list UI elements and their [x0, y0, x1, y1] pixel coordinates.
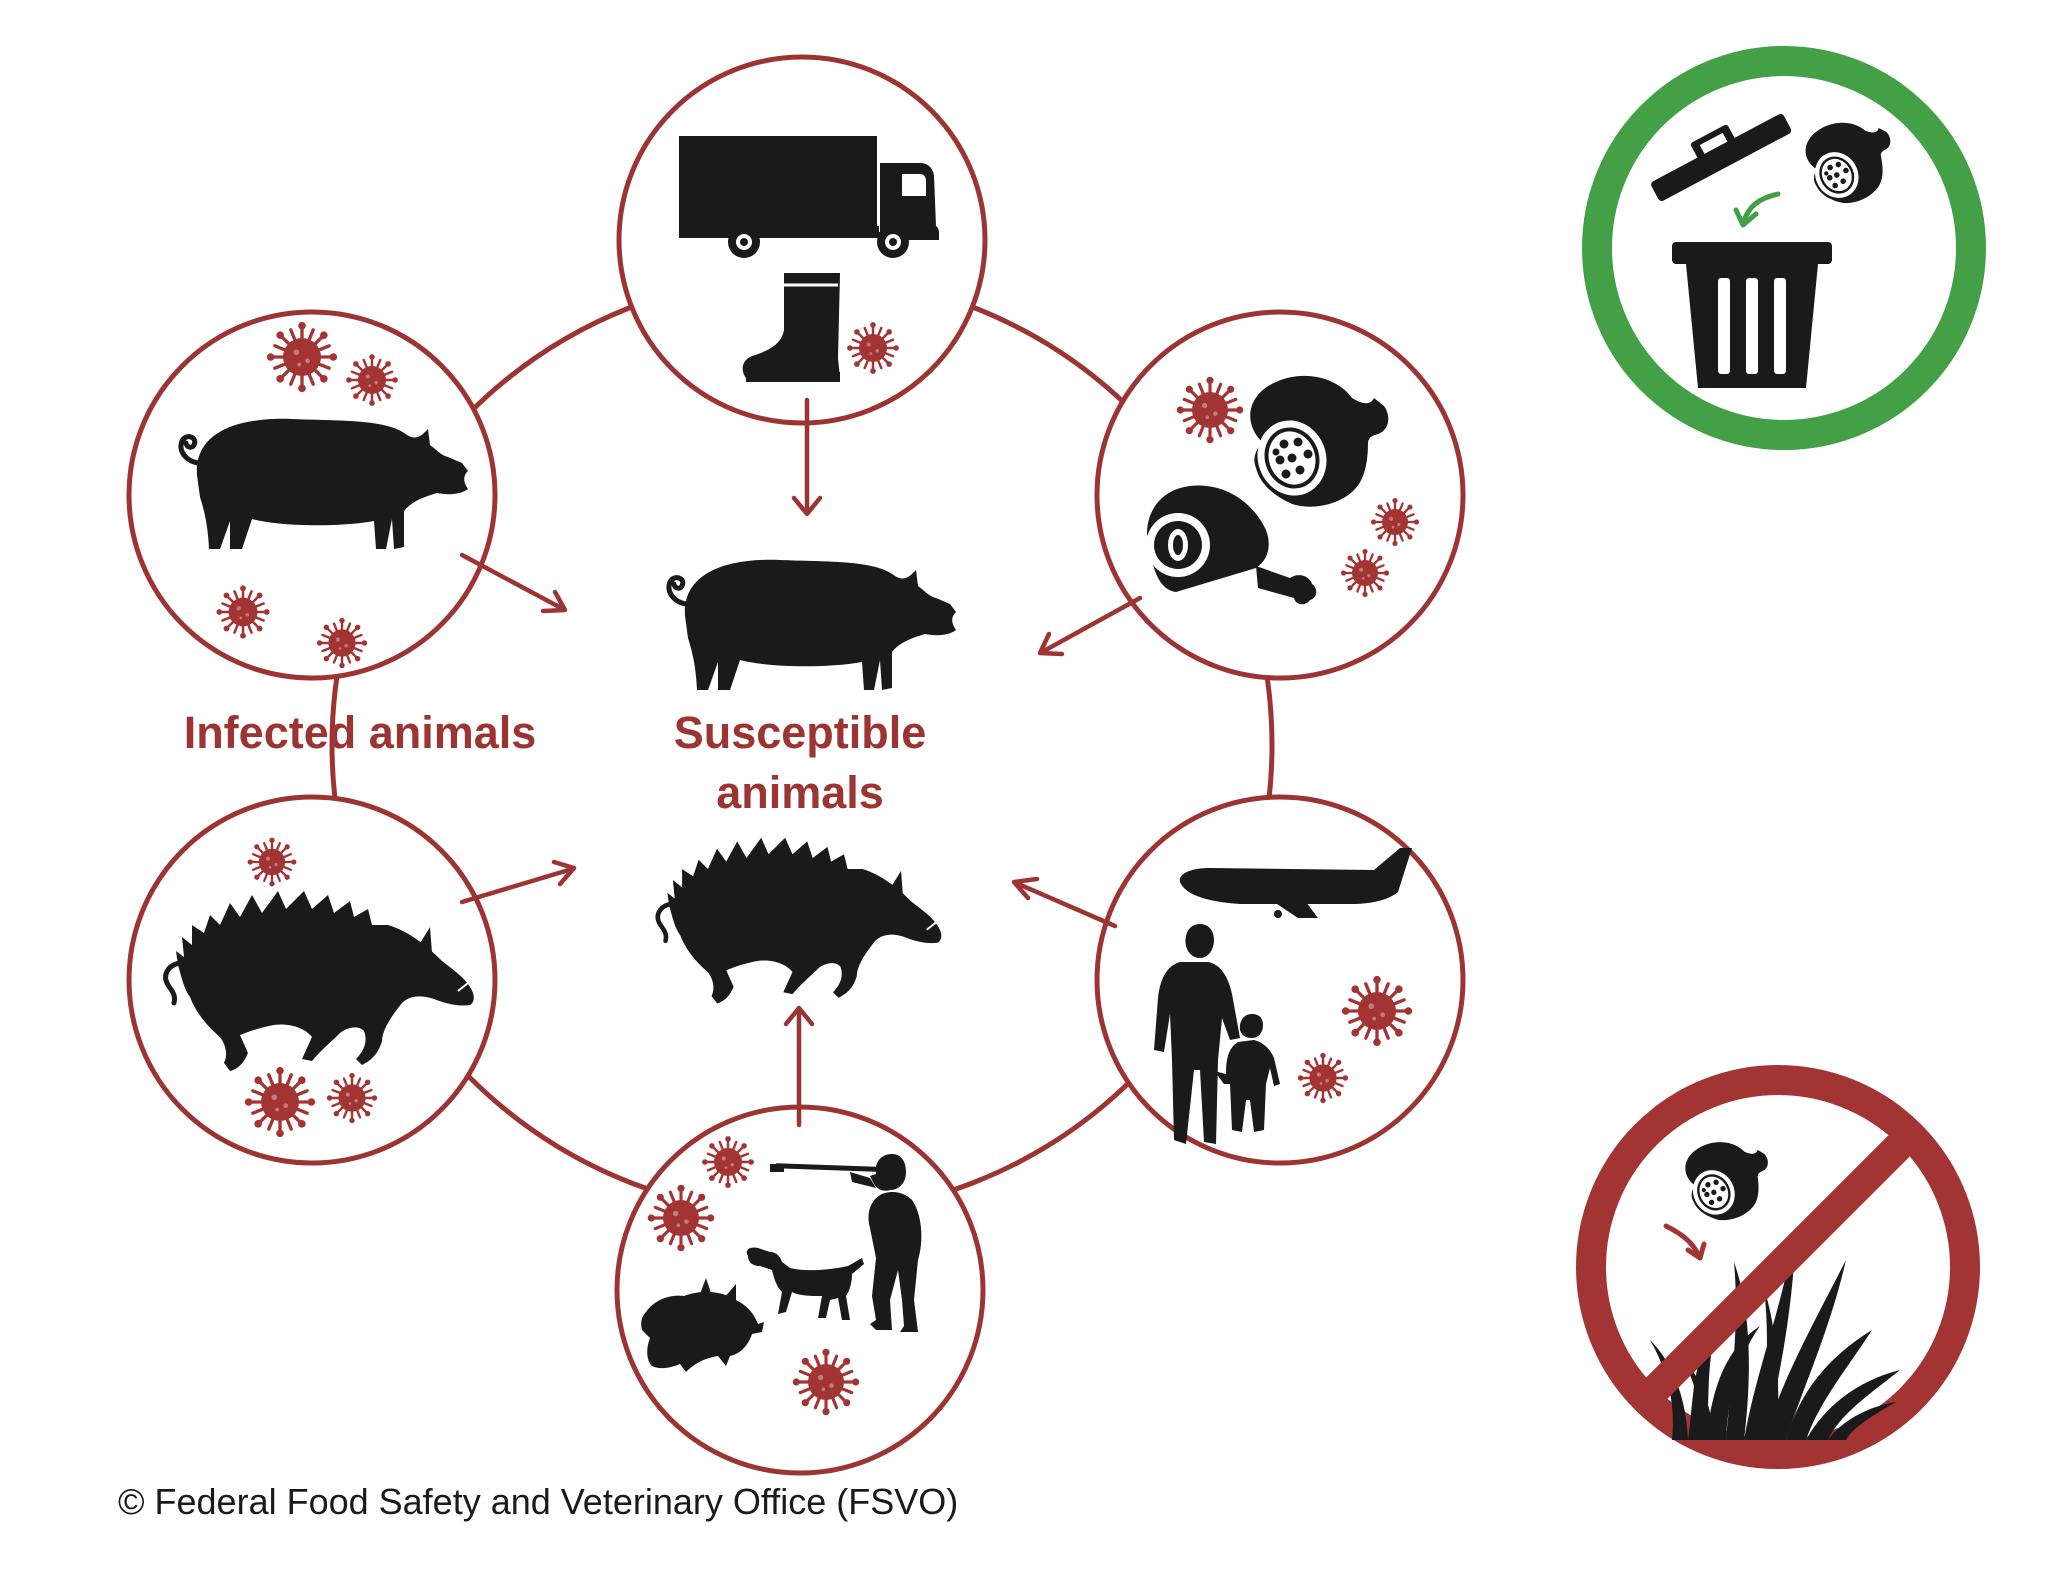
- arrow-transport-to-pig: [791, 397, 823, 517]
- ham-icon: [1146, 485, 1317, 605]
- infected-meat-products-icon: [1146, 375, 1389, 605]
- bin-lid-icon: [1651, 113, 1792, 201]
- dispose-food-in-bin-icon: [1582, 46, 1986, 450]
- arrow-hunting-to-boar: [783, 1005, 815, 1128]
- no-food-waste-in-nature-icon: [1576, 1065, 1980, 1469]
- airplane-icon: [1179, 848, 1412, 918]
- green-arrow-icon: [1741, 191, 1781, 225]
- infected-animals-label: Infected animals: [183, 707, 537, 758]
- arrow-travellers-to-boar: [1011, 876, 1118, 929]
- trash-bin-icon: [1672, 242, 1832, 388]
- grass-icon: [1650, 1226, 1900, 1440]
- hunting-dog-icon: [746, 1247, 864, 1320]
- susceptible-label-line-2: animals: [716, 767, 884, 818]
- copyright-notice: © Federal Food Safety and Veterinary Off…: [118, 1481, 959, 1522]
- hunter-icon: [770, 1154, 922, 1332]
- arrow-domestic-pig-to-pig: [459, 552, 568, 614]
- susceptible-label-line-1: Susceptible: [673, 707, 927, 758]
- transport-vehicles-and-boots-icon: [679, 136, 939, 382]
- dead-wild-boar-icon: [641, 1278, 764, 1372]
- red-arrow-icon: [1663, 1223, 1701, 1257]
- hunting-icon: [641, 1154, 922, 1372]
- susceptible-domestic-pig-icon: [669, 560, 956, 690]
- prohibition-slash: [1641, 1130, 1915, 1404]
- travellers-icon: [1154, 848, 1412, 1144]
- susceptible-animals-label: Susceptible animals: [600, 703, 1000, 823]
- susceptible-wild-boar-icon: [658, 838, 941, 1004]
- arrow-wild-boar-to-boar: [459, 859, 577, 905]
- arrow-meat-to-pig: [1037, 595, 1143, 657]
